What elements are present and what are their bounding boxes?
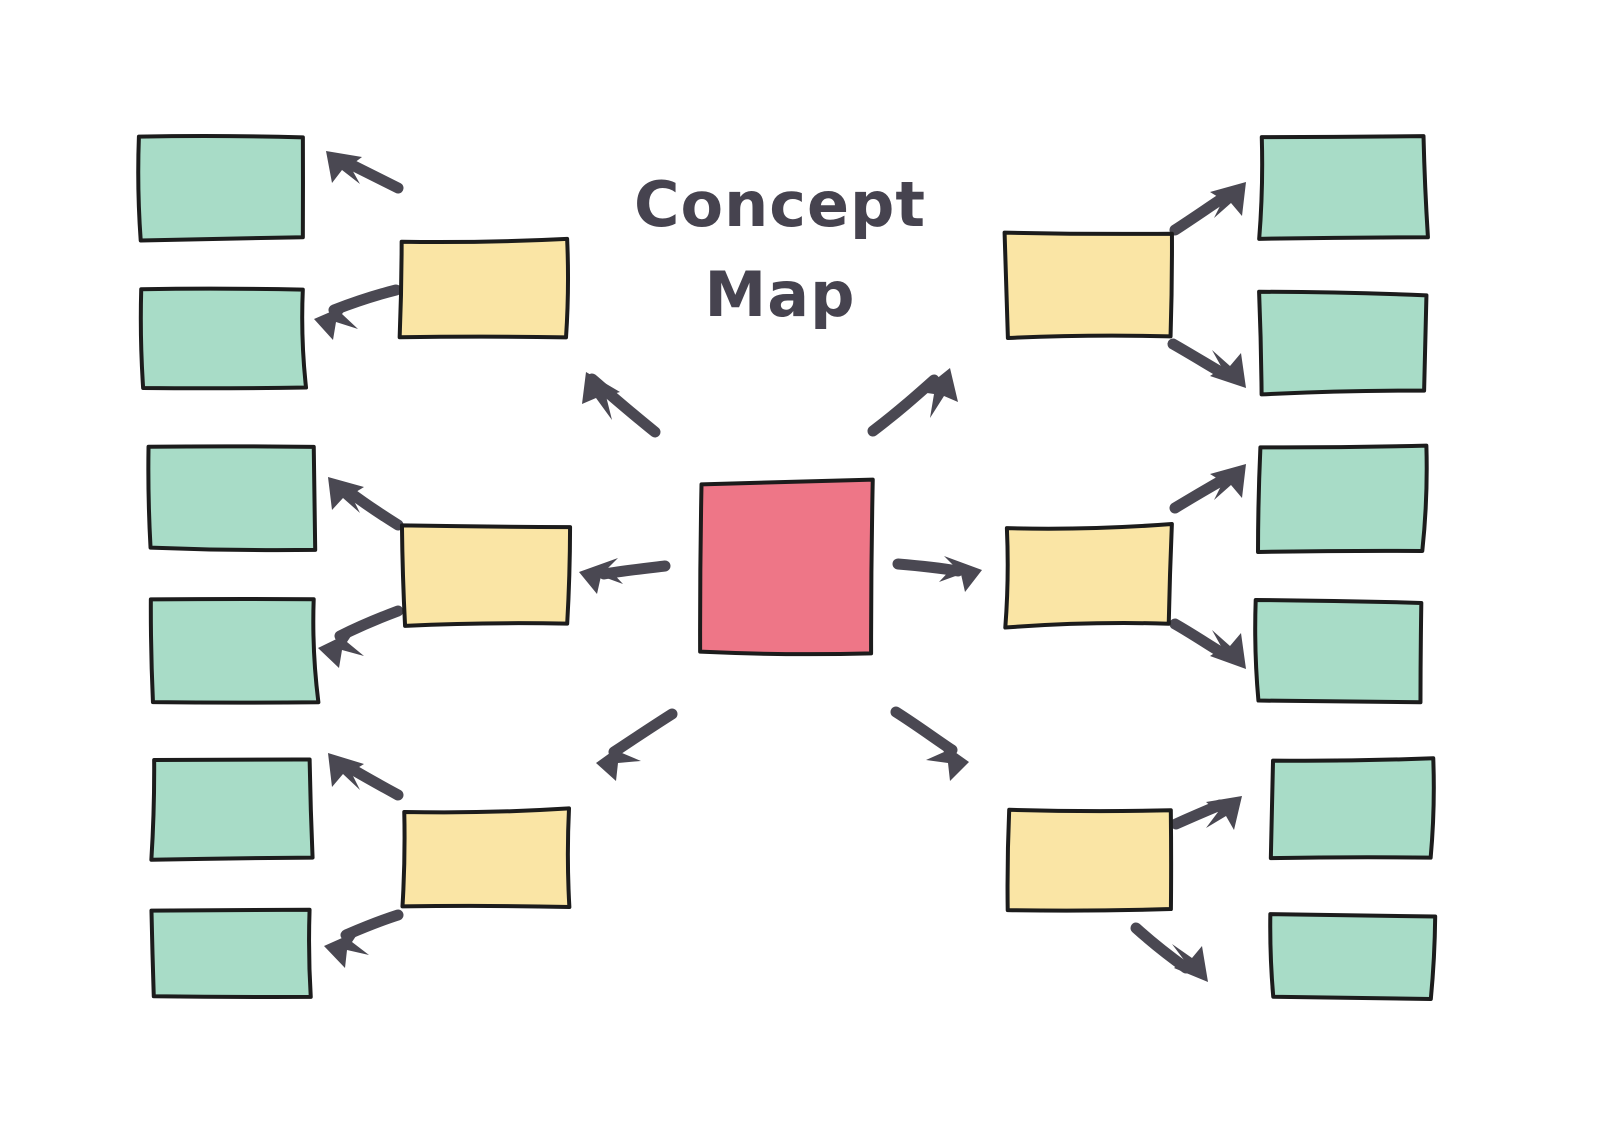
branch-bottom-right[interactable]	[1005, 807, 1174, 913]
arrow-center-to-branch-mid-left	[579, 558, 671, 594]
leaf-bottom-left-2[interactable]	[149, 907, 314, 999]
leaf-mid-right-2[interactable]	[1253, 597, 1424, 705]
arrow-branch-bottom-right-to-leaf-2	[1130, 922, 1208, 982]
arrow-branch-mid-left-to-leaf-2	[318, 605, 404, 668]
arrow-branch-top-right-to-leaf-2	[1167, 338, 1246, 388]
arrow-branch-bottom-right-to-leaf-1	[1170, 796, 1242, 830]
page-title-line-1: Concept	[633, 168, 927, 241]
page-title: Concept Map	[620, 160, 940, 340]
branch-bottom-left[interactable]	[400, 806, 572, 910]
arrow-branch-top-left-to-leaf-2	[314, 284, 402, 340]
branch-top-left[interactable]	[397, 236, 571, 340]
branch-top-right[interactable]	[1002, 230, 1174, 340]
branch-mid-left[interactable]	[399, 523, 573, 628]
arrow-center-to-branch-bottom-right	[890, 706, 969, 781]
leaf-bottom-right-1[interactable]	[1268, 756, 1436, 862]
arrow-center-to-branch-top-right	[867, 368, 958, 437]
arrow-branch-top-left-to-leaf-1	[326, 151, 404, 194]
page-title-line-2: Map	[704, 257, 856, 331]
arrow-center-to-branch-top-left	[582, 372, 661, 438]
branch-mid-right[interactable]	[1003, 521, 1174, 630]
arrow-branch-mid-right-to-leaf-1	[1169, 464, 1246, 514]
leaf-top-left-1[interactable]	[136, 134, 307, 243]
arrow-branch-bottom-left-to-leaf-2	[324, 909, 404, 968]
center-topic[interactable]	[698, 477, 875, 657]
leaf-top-left-2[interactable]	[138, 286, 309, 392]
arrow-center-to-branch-mid-right	[892, 556, 982, 592]
leaf-top-right-2[interactable]	[1257, 289, 1429, 397]
leaf-top-right-1[interactable]	[1257, 134, 1430, 241]
leaf-mid-left-2[interactable]	[148, 596, 321, 705]
arrow-branch-mid-left-to-leaf-1	[328, 477, 404, 531]
leaf-mid-left-1[interactable]	[146, 444, 318, 553]
leaf-mid-right-1[interactable]	[1256, 443, 1429, 554]
arrow-branch-mid-right-to-leaf-2	[1169, 618, 1246, 669]
arrow-branch-bottom-left-to-leaf-1	[328, 753, 404, 801]
leaf-bottom-right-2[interactable]	[1268, 912, 1438, 1001]
arrow-center-to-branch-bottom-left	[596, 708, 678, 781]
leaf-bottom-left-1[interactable]	[149, 757, 315, 862]
arrow-branch-top-right-to-leaf-1	[1169, 182, 1246, 236]
